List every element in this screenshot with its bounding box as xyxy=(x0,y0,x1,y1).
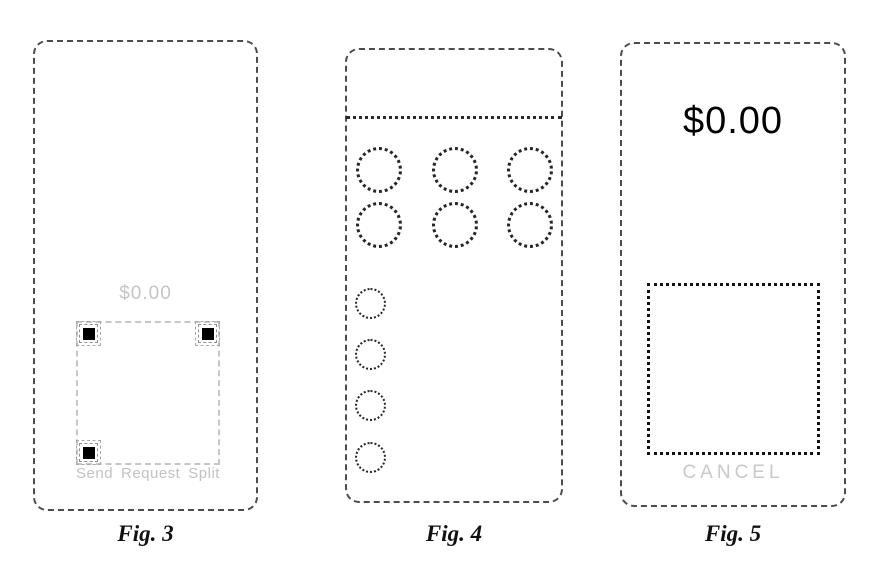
qr-scan-area xyxy=(76,321,220,465)
qr-finder-icon xyxy=(76,321,101,346)
qr-finder-inner-frame xyxy=(79,324,98,343)
phone-frame-fig3: $0.00 Send Request Split xyxy=(33,40,258,511)
header-divider-line xyxy=(346,116,562,119)
figure-caption-5: Fig. 5 xyxy=(704,521,762,546)
phone-frame-fig4 xyxy=(345,48,563,503)
qr-finder-dot xyxy=(82,327,95,340)
send-button[interactable]: Send xyxy=(76,465,114,482)
contact-bubble[interactable] xyxy=(432,202,478,248)
contact-bubble[interactable] xyxy=(507,147,553,193)
list-avatar-bubble[interactable] xyxy=(355,288,386,319)
qr-finder-icon xyxy=(195,321,220,346)
contact-bubble[interactable] xyxy=(356,202,402,248)
qr-finder-icon xyxy=(76,440,101,465)
qr-finder-dot xyxy=(82,446,95,459)
split-button[interactable]: Split xyxy=(188,465,220,482)
payment-actions-row: Send Request Split xyxy=(76,465,220,482)
contact-bubble[interactable] xyxy=(432,147,478,193)
balance-amount: $0.00 xyxy=(119,283,172,304)
qr-finder-dot xyxy=(201,327,214,340)
qr-finder-inner-frame xyxy=(198,324,217,343)
qr-code-display-area xyxy=(647,283,820,455)
contact-bubble[interactable] xyxy=(507,202,553,248)
contact-bubble[interactable] xyxy=(356,147,402,193)
amount-display: $0.00 xyxy=(682,100,784,142)
cancel-button[interactable]: CANCEL xyxy=(682,462,784,483)
request-button[interactable]: Request xyxy=(120,465,181,482)
list-avatar-bubble[interactable] xyxy=(355,442,386,473)
list-avatar-bubble[interactable] xyxy=(355,339,386,370)
qr-finder-inner-frame xyxy=(79,443,98,462)
figure-caption-3: Fig. 3 xyxy=(117,521,174,546)
phone-frame-fig5: $0.00 CANCEL xyxy=(620,42,846,507)
list-avatar-bubble[interactable] xyxy=(355,390,386,421)
figure-caption-4: Fig. 4 xyxy=(425,521,483,546)
